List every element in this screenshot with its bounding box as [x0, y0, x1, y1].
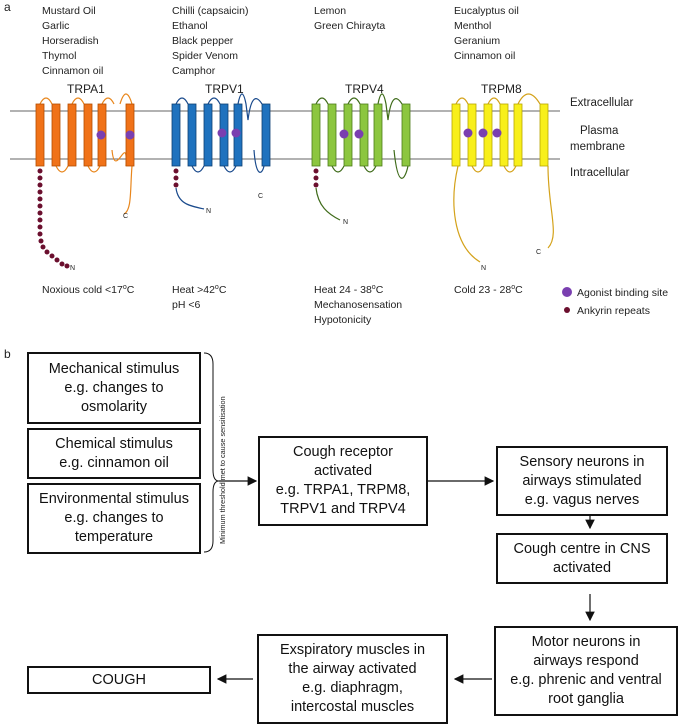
trpm8-stimulus: Geranium: [454, 35, 500, 47]
cough-centre-box: Cough centre in CNS activated: [496, 533, 668, 584]
trpv4-mechanosensation: Mechanosensation: [314, 299, 402, 311]
membrane-label: membrane: [570, 141, 625, 153]
trpv4-stimulus: Green Chirayta: [314, 20, 385, 32]
receptor-line: Cough receptor: [293, 444, 393, 460]
panel-a-label: a: [4, 0, 11, 14]
trpa1-stimulus: Garlic: [42, 20, 69, 32]
legend: Agonist binding site Ankyrin repeats: [562, 287, 668, 317]
trpa1-stimulus: Horseradish: [42, 35, 99, 47]
motor-neurons-box: Motor neurons in airways respond e.g. ph…: [494, 626, 678, 716]
trpm8-activation: Cold 23 - 28oC: [454, 284, 523, 296]
trpv1-stimulus: Ethanol: [172, 20, 208, 32]
trpv1-stimulus: Chilli (capsaicin): [172, 5, 248, 17]
trpa1-stimuli-list: Mustard Oil Garlic Horseradish Thymol Ci…: [42, 5, 103, 77]
trpa1-stimulus: Mustard Oil: [42, 5, 96, 17]
chemical-line: e.g. cinnamon oil: [59, 454, 169, 471]
trpa1-n-terminus: N: [70, 265, 75, 272]
expiratory-line: intercostal muscles: [290, 699, 415, 715]
trpv4-title: TRPV4: [345, 82, 384, 96]
cough-label: COUGH: [92, 671, 146, 688]
trpm8-stimuli-list: Eucalyptus oil Menthol Geranium Cinnamon…: [454, 5, 519, 62]
trpv4-stimulus: Lemon: [314, 5, 346, 17]
receptor-line: e.g. TRPA1, TRPM8,: [275, 482, 411, 498]
receptor-line: TRPV1 and TRPV4: [280, 501, 406, 517]
mechanical-line: Mechanical stimulus: [48, 360, 180, 377]
receptor-line: activated: [313, 463, 373, 479]
sensory-line: e.g. vagus nerves: [524, 491, 640, 508]
trpv1-stimulus: Camphor: [172, 65, 216, 77]
centre-line: Cough centre in CNS: [513, 540, 651, 557]
trpv1-heat-activation: Heat >42oC: [172, 284, 227, 296]
legend-agonist-label: Agonist binding site: [577, 287, 668, 299]
chemical-stimulus-box: Chemical stimulus e.g. cinnamon oil: [27, 428, 201, 479]
motor-line: Motor neurons in: [531, 634, 641, 650]
trpv1-stimulus: Black pepper: [172, 35, 234, 47]
environmental-line: Environmental stimulus: [39, 491, 189, 507]
trpm8-stimulus: Menthol: [454, 20, 491, 32]
expiratory-line: Exspiratory muscles in: [279, 642, 426, 658]
motor-line: root ganglia: [548, 691, 624, 707]
trpv1-stimuli-list: Chilli (capsaicin) Ethanol Black pepper …: [172, 5, 248, 77]
trpm8-stimulus: Cinnamon oil: [454, 50, 515, 62]
trpa1-activation: Noxious cold <17oC: [42, 284, 135, 296]
trpm8-stimulus: Eucalyptus oil: [454, 5, 519, 17]
trpv4-hypotonicity: Hypotonicity: [314, 314, 372, 326]
trpv1-n-terminus: N: [206, 208, 211, 215]
centre-line: activated: [552, 559, 612, 576]
intracellular-label: Intracellular: [570, 167, 630, 179]
trpm8-title: TRPM8: [481, 82, 522, 96]
trpa1-c-terminus: C: [123, 213, 128, 220]
trpv1-stimulus: Spider Venom: [172, 50, 238, 62]
sensory-line: airways stimulated: [522, 472, 642, 489]
motor-line: e.g. phrenic and ventral: [510, 672, 662, 688]
trpv4-heat-activation: Heat 24 - 38oC: [314, 284, 384, 296]
panel-b-label: b: [4, 347, 11, 361]
trpv4-stimuli-list: Lemon Green Chirayta: [314, 5, 385, 32]
trpm8-n-terminus: N: [481, 265, 486, 272]
expiratory-muscles-box: Exspiratory muscles in the airway activa…: [257, 634, 448, 724]
environmental-stimulus-box: Environmental stimulus e.g. changes to t…: [27, 483, 201, 554]
legend-ankyrin-label: Ankyrin repeats: [577, 305, 650, 317]
trpv4-n-terminus: N: [343, 219, 348, 226]
cough-receptor-box: Cough receptor activated e.g. TRPA1, TRP…: [258, 436, 428, 526]
legend-ankyrin-swatch: [564, 307, 570, 313]
extracellular-label: Extracellular: [570, 97, 633, 109]
trpv1-c-terminus: C: [258, 193, 263, 200]
trpa1-stimulus: Cinnamon oil: [42, 65, 103, 77]
trpv4-loops: [315, 93, 409, 221]
chemical-line: Chemical stimulus: [55, 435, 173, 452]
trpa1-stimulus: Thymol: [42, 50, 76, 62]
cough-outcome-box: COUGH: [27, 666, 211, 694]
trpv1-loops: [175, 93, 265, 210]
sensory-neurons-box: Sensory neurons in airways stimulated e.…: [496, 446, 668, 516]
panel-a-channel-diagram: a Mustard Oil Garlic Horseradish Thymol …: [4, 0, 668, 326]
sensory-line: Sensory neurons in: [519, 453, 645, 470]
threshold-label: Minimum threshold met to cause sensitisa…: [218, 396, 227, 544]
environmental-line: e.g. changes to: [64, 510, 164, 526]
expiratory-line: the airway activated: [288, 661, 417, 677]
motor-line: airways respond: [533, 653, 639, 669]
agonist-binding-sites: [96, 128, 502, 140]
legend-agonist-swatch: [562, 287, 572, 297]
plasma-label: Plasma: [580, 125, 619, 137]
trpm8-c-terminus: C: [536, 249, 541, 256]
threshold-brace: [203, 352, 220, 553]
environmental-line: temperature: [74, 529, 154, 545]
mechanical-line: osmolarity: [80, 398, 148, 415]
trpm8-loops: [453, 93, 554, 263]
trpa1-title: TRPA1: [67, 82, 105, 96]
expiratory-line: e.g. diaphragm,: [302, 680, 403, 696]
trpa1-helices: [35, 103, 135, 167]
mechanical-line: e.g. changes to: [64, 379, 164, 396]
ankyrin-repeats: [37, 168, 319, 269]
trpv1-ph-activation: pH <6: [172, 299, 200, 311]
mechanical-stimulus-box: Mechanical stimulus e.g. changes to osmo…: [27, 352, 201, 424]
trpv1-title: TRPV1: [205, 82, 244, 96]
